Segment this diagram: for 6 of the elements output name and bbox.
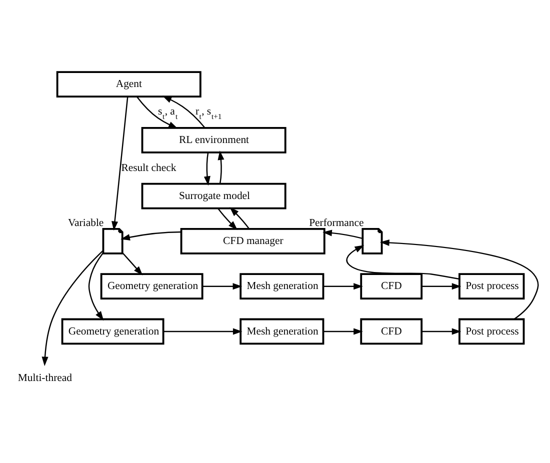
node-label: Performance	[309, 216, 364, 229]
edge-label: Result check	[121, 161, 176, 174]
node-text: Multi-thread	[18, 371, 72, 384]
edge-label: r$_{t}$, s$_{t+1}$	[195, 104, 222, 120]
node-label: Variable	[68, 216, 104, 229]
edge-label: s$_{t}$, a$_{t}$	[158, 104, 178, 120]
